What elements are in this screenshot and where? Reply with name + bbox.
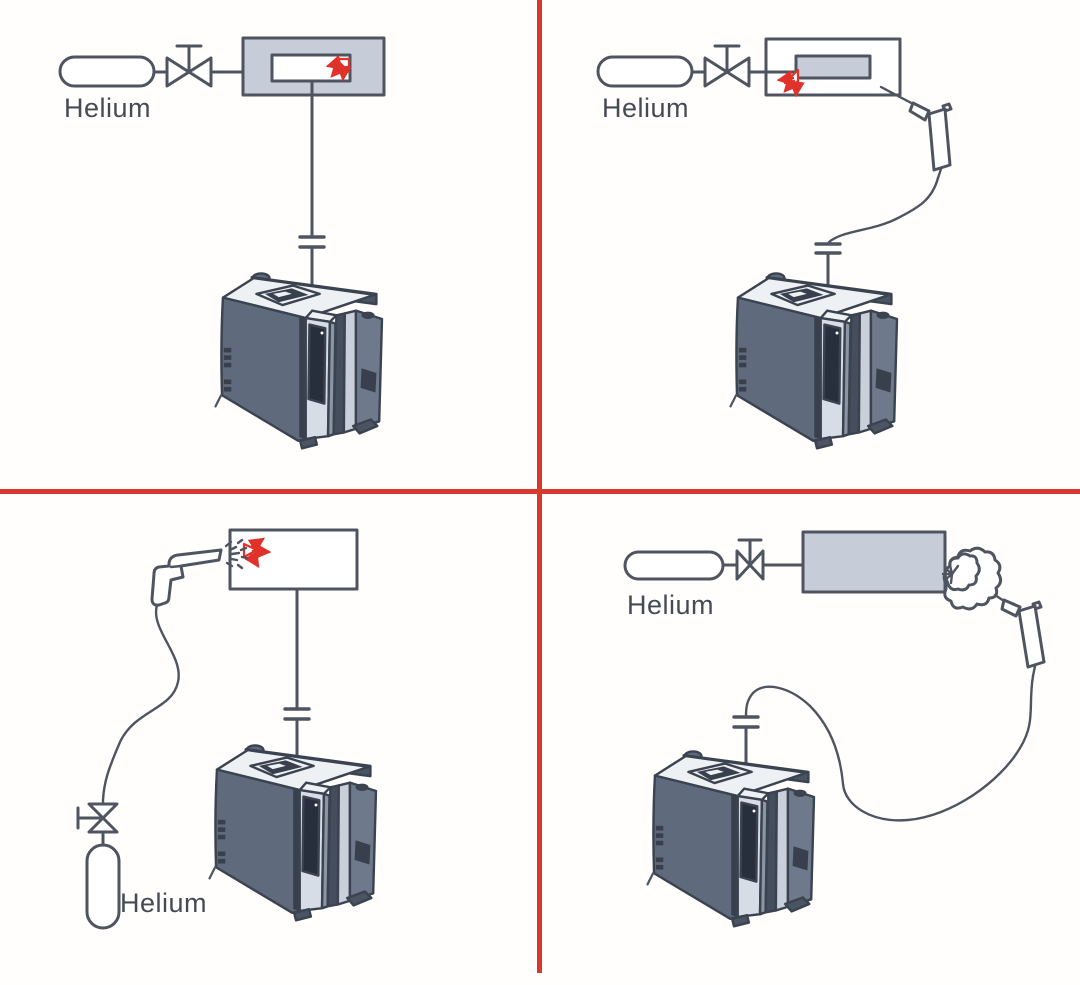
helium-cylinder (596, 55, 694, 88)
sniffer-tip (1000, 598, 1022, 618)
quadrant-sniffer-scan-method: Helium (623, 530, 1046, 928)
leak-arrows-icon (242, 537, 272, 568)
leak-detector-machine (208, 744, 378, 922)
spray-mist (224, 538, 249, 570)
leak-detector-machine (646, 750, 816, 928)
helium-cylinder (623, 550, 725, 581)
sniffer-tip (908, 101, 931, 122)
sampling-line (879, 85, 919, 108)
shutoff-valve (165, 44, 213, 88)
leak-arrows-icon (776, 68, 805, 98)
quadrant-vacuum-chamber-method: Helium (58, 36, 386, 450)
helium-cloud (941, 546, 1003, 611)
test-part (228, 528, 359, 591)
test-part (801, 530, 947, 594)
sniffer-hose (827, 176, 940, 244)
sniffer-probe (908, 101, 953, 180)
spray-gun (150, 548, 223, 607)
leak-detector-machine (214, 272, 384, 450)
shutoff-valve (703, 44, 751, 88)
helium-label: Helium (627, 590, 714, 620)
sniffer-handle (927, 107, 952, 172)
leak-detector-machine (729, 272, 899, 450)
helium-label: Helium (64, 93, 151, 123)
sniffer-probe (1000, 598, 1046, 678)
vertical-divider-line (537, 0, 542, 973)
test-part (794, 54, 872, 80)
leak-burst (941, 563, 960, 585)
shutoff-valve (735, 538, 765, 581)
quadrant-helium-spray-method: Helium (76, 528, 378, 930)
helium-cylinder (85, 843, 121, 930)
helium-label: Helium (602, 93, 689, 123)
leak-arrows-icon (325, 54, 352, 82)
quadrant-accumulation-sniffer-method: Helium (596, 37, 953, 450)
helium-cylinder (58, 55, 156, 88)
spray-hose (101, 603, 180, 806)
sniffer-handle (1017, 604, 1046, 669)
shutoff-valve (76, 802, 119, 834)
sniffer-hose (744, 674, 1035, 822)
helium-label: Helium (120, 888, 207, 918)
